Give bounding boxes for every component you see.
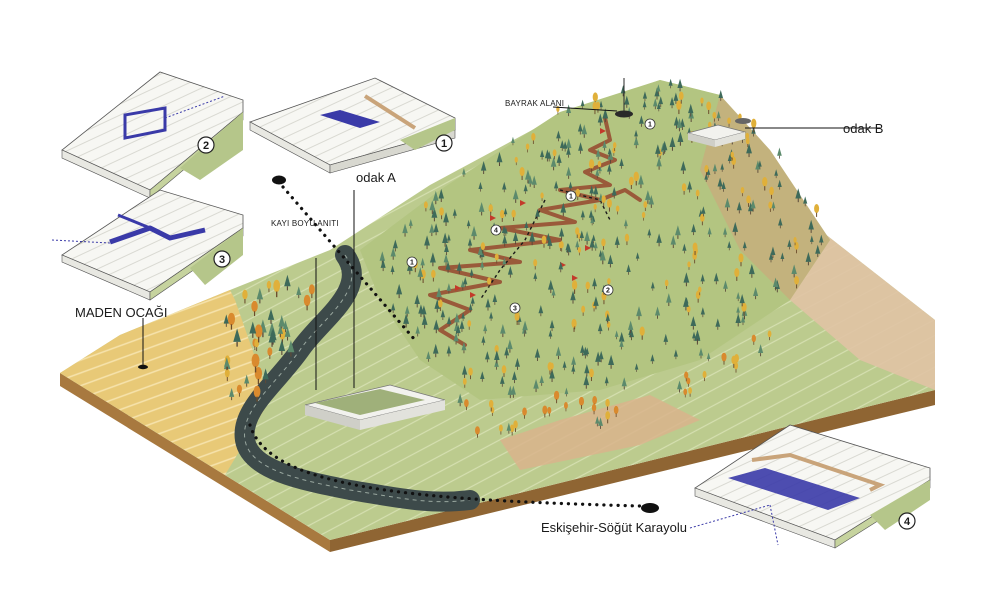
label-bayrak-alani: BAYRAK ALANI [505, 99, 564, 108]
inset-number: 2 [203, 140, 209, 152]
trail-marker: 1 [644, 118, 656, 130]
block-left-face [60, 373, 330, 552]
flag-area [615, 78, 633, 118]
trail-marker: 3 [509, 302, 521, 314]
highway-road [234, 245, 480, 512]
inset-4: 4 [689, 424, 931, 549]
inset-2: 2 [61, 71, 244, 199]
svg-text:1: 1 [569, 194, 573, 201]
inset-number: 4 [904, 516, 911, 528]
inset-3: 3 [51, 189, 244, 301]
soil-zone-front [500, 395, 700, 470]
connector-lines [138, 106, 880, 513]
inset-1: 1 [249, 77, 456, 174]
label-odak-a: odak A [356, 170, 396, 185]
label-maden-ocagi: MADEN OCAĞI [75, 305, 167, 320]
inset-number: 1 [441, 138, 447, 150]
inset-number: 3 [219, 254, 225, 266]
trail-marker: 1 [565, 190, 577, 202]
sand-zone [60, 290, 270, 475]
svg-text:1: 1 [410, 260, 414, 267]
label-odak-b: odak B [843, 121, 883, 136]
svg-text:1: 1 [648, 122, 652, 129]
trail-markers: 1 1 1 2 3 4 [406, 118, 656, 314]
trail-marker: 4 [490, 224, 502, 236]
trail-marker: 2 [602, 284, 614, 296]
tree [814, 204, 820, 217]
trail-marker: 1 [406, 256, 418, 268]
odak-a-building [304, 384, 446, 430]
trail-flags [455, 128, 606, 298]
odak-b-building [686, 118, 751, 147]
label-karayolu: Eskişehir-Söğüt Karayolu [541, 520, 687, 535]
svg-text:2: 2 [606, 288, 610, 295]
tree [777, 147, 782, 159]
svg-text:4: 4 [494, 228, 498, 235]
svg-text:3: 3 [513, 306, 517, 313]
label-kayi-boyu-aniti: KAYI BOYU ANITI [271, 219, 339, 228]
